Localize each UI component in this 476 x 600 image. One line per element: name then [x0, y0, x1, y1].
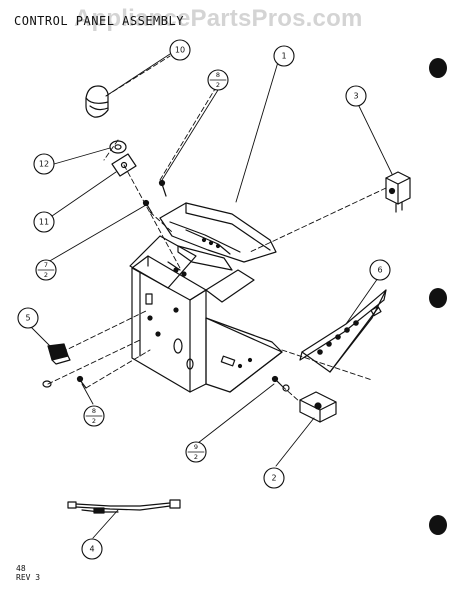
svg-text:2: 2	[92, 417, 96, 425]
page-number: 48	[16, 564, 26, 573]
callout-5: 5	[17, 307, 39, 329]
part-6-control-board	[299, 289, 387, 373]
svg-text:11: 11	[39, 218, 49, 227]
part-3-switch	[385, 171, 411, 213]
callout-7-2: 7 2	[35, 259, 57, 281]
part-11-dial-plate	[111, 153, 137, 177]
svg-text:4: 4	[89, 545, 94, 554]
callout-bubbles: 10 1 3 12 11 6 5 2 4	[17, 39, 391, 560]
part-5-rocker-switch	[42, 343, 71, 388]
binder-hole-middle	[429, 288, 447, 308]
svg-text:10: 10	[175, 46, 185, 55]
svg-text:9: 9	[194, 443, 198, 451]
binder-holes	[429, 58, 447, 535]
revision-label: REV 3	[16, 573, 41, 582]
svg-text:5: 5	[25, 314, 30, 323]
callout-6: 6	[369, 259, 391, 281]
fraction-callouts: 8 2 7 2 8 2 9 2	[35, 69, 229, 463]
callout-11: 11	[33, 211, 55, 233]
screw-8-2-bottom	[76, 375, 87, 389]
svg-text:2: 2	[271, 474, 276, 483]
callout-leaders	[29, 53, 393, 539]
main-chassis	[129, 235, 283, 393]
screw-9-2	[271, 375, 290, 392]
callout-9-2: 9 2	[185, 441, 207, 463]
svg-text:7: 7	[44, 261, 48, 269]
callout-1: 1	[273, 45, 295, 67]
callout-8-2-top: 8 2	[207, 69, 229, 91]
svg-text:8: 8	[92, 407, 96, 415]
svg-text:6: 6	[377, 266, 382, 275]
svg-text:1: 1	[281, 52, 286, 61]
callout-3: 3	[345, 85, 367, 107]
callout-2: 2	[263, 467, 285, 489]
svg-text:2: 2	[216, 81, 220, 89]
callout-4: 4	[81, 538, 103, 560]
svg-text:2: 2	[194, 453, 198, 461]
svg-text:12: 12	[39, 160, 49, 169]
callout-12: 12	[33, 153, 55, 175]
part-1-console-panel	[159, 202, 277, 271]
part-10-knob	[85, 85, 109, 118]
binder-hole-bottom	[429, 515, 447, 535]
screw-8-2-top	[158, 179, 167, 197]
diagram-title: CONTROL PANEL ASSEMBLY	[14, 14, 184, 28]
binder-hole-top	[429, 58, 447, 78]
watermark: AppliancePartsPros.com	[74, 5, 363, 32]
part-4-wire-harness	[67, 499, 181, 514]
svg-text:8: 8	[216, 71, 220, 79]
callout-8-2-bottom: 8 2	[83, 405, 105, 427]
svg-text:2: 2	[44, 271, 48, 279]
svg-text:3: 3	[353, 92, 358, 101]
part-2-thermostat	[299, 391, 337, 423]
part-12-washer	[109, 140, 127, 154]
callout-10: 10	[169, 39, 191, 61]
